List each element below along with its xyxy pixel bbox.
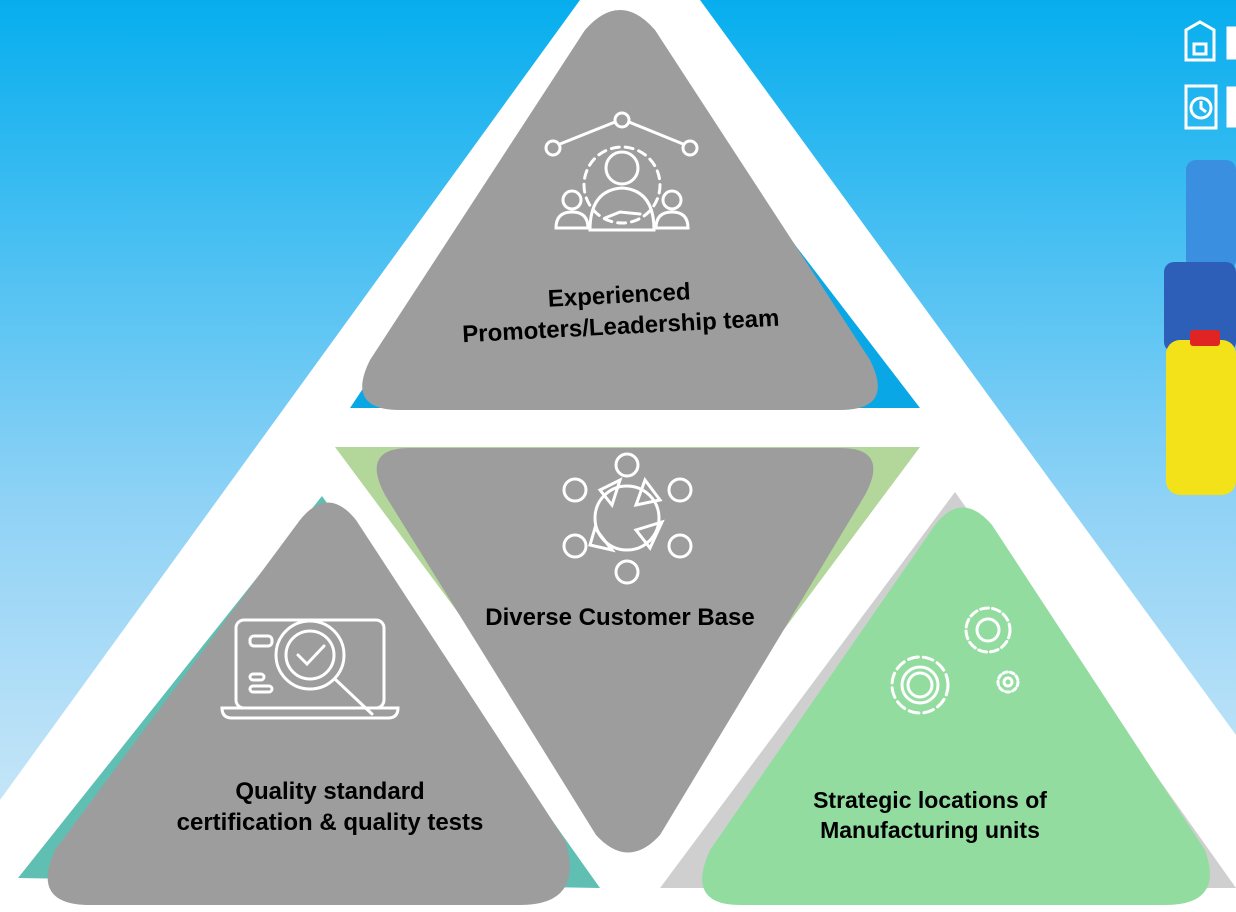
clock-icon — [1184, 84, 1236, 130]
quality-check-laptop-icon — [220, 618, 400, 720]
manufacturing-label: Strategic locations of Manufacturing uni… — [813, 787, 1047, 843]
top-triangle — [362, 10, 878, 410]
customer-network-icon — [562, 452, 693, 585]
quality-label: Quality standard certification & quality… — [176, 778, 484, 837]
customer-base-label: Diverse Customer Base — [485, 604, 755, 631]
gears-icon — [890, 606, 1020, 715]
right-triangle — [702, 507, 1210, 905]
middle-triangle — [376, 448, 874, 853]
leadership-team-icon — [544, 111, 699, 232]
left-triangle — [47, 502, 570, 905]
container-photo — [1164, 160, 1236, 495]
building-icon — [1184, 20, 1236, 62]
